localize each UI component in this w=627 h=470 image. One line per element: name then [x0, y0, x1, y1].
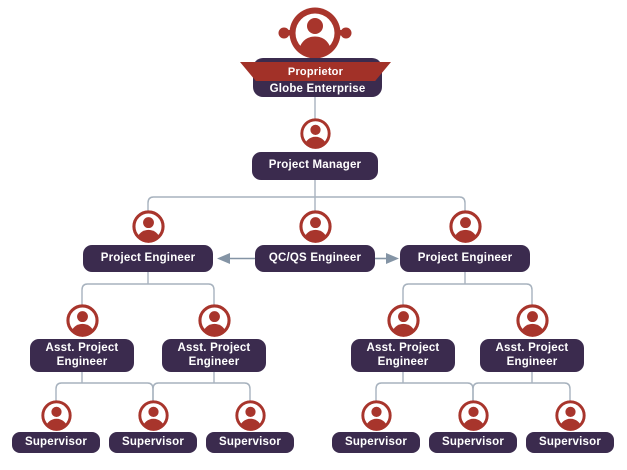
person-icon: [554, 400, 586, 431]
qc-arrow-right: [373, 253, 399, 264]
asst-project-engineer-label: Asst. Project Engineer: [480, 339, 584, 372]
person-icon: [448, 210, 482, 243]
supervisor-label: Supervisor: [429, 432, 517, 453]
node-supervisor-6[interactable]: Supervisor: [526, 400, 614, 453]
node-qcqs-engineer[interactable]: QC/QS Engineer: [255, 210, 375, 272]
person-icon: [457, 400, 489, 431]
project-engineer-label: Project Engineer: [83, 245, 213, 272]
person-icon: [360, 400, 392, 431]
project-engineer-label: Project Engineer: [400, 245, 530, 272]
node-project-engineer-right[interactable]: Project Engineer: [400, 210, 530, 272]
person-icon: [299, 118, 331, 149]
person-icon: [65, 304, 99, 337]
person-icon: [197, 304, 231, 337]
node-project-engineer-left[interactable]: Project Engineer: [83, 210, 213, 272]
asst-project-engineer-label: Asst. Project Engineer: [30, 339, 134, 372]
supervisor-label: Supervisor: [12, 432, 100, 453]
person-icon: [137, 400, 169, 431]
qcqs-engineer-label: QC/QS Engineer: [255, 245, 375, 272]
node-supervisor-5[interactable]: Supervisor: [429, 400, 517, 453]
project-manager-label: Project Manager: [252, 152, 378, 180]
node-supervisor-4[interactable]: Supervisor: [332, 400, 420, 453]
node-supervisor-3[interactable]: Supervisor: [206, 400, 294, 453]
supervisor-label: Supervisor: [109, 432, 197, 453]
node-supervisor-1[interactable]: Supervisor: [12, 400, 100, 453]
company-name: Globe Enterprise: [269, 82, 366, 95]
node-project-manager[interactable]: Project Manager: [252, 118, 378, 180]
node-proprietor[interactable]: Proprietor Globe Enterprise: [240, 58, 391, 98]
person-icon: [386, 304, 420, 337]
person-icon: [298, 210, 332, 243]
qc-arrow-left: [217, 253, 255, 264]
node-asst-project-engineer-3[interactable]: Asst. Project Engineer: [351, 304, 455, 372]
person-icon: [234, 400, 266, 431]
node-asst-project-engineer-4[interactable]: Asst. Project Engineer: [480, 304, 584, 372]
node-supervisor-2[interactable]: Supervisor: [109, 400, 197, 453]
node-asst-project-engineer-1[interactable]: Asst. Project Engineer: [30, 304, 134, 372]
person-icon: [131, 210, 165, 243]
proprietor-ribbon: Proprietor: [240, 62, 391, 81]
person-icon: [40, 400, 72, 431]
supervisor-label: Supervisor: [332, 432, 420, 453]
asst-project-engineer-label: Asst. Project Engineer: [162, 339, 266, 372]
asst-project-engineer-label: Asst. Project Engineer: [351, 339, 455, 372]
proprietor-person-icon: [278, 7, 352, 59]
supervisor-label: Supervisor: [526, 432, 614, 453]
proprietor-title: Proprietor: [287, 65, 344, 78]
node-asst-project-engineer-2[interactable]: Asst. Project Engineer: [162, 304, 266, 372]
supervisor-label: Supervisor: [206, 432, 294, 453]
person-icon: [515, 304, 549, 337]
